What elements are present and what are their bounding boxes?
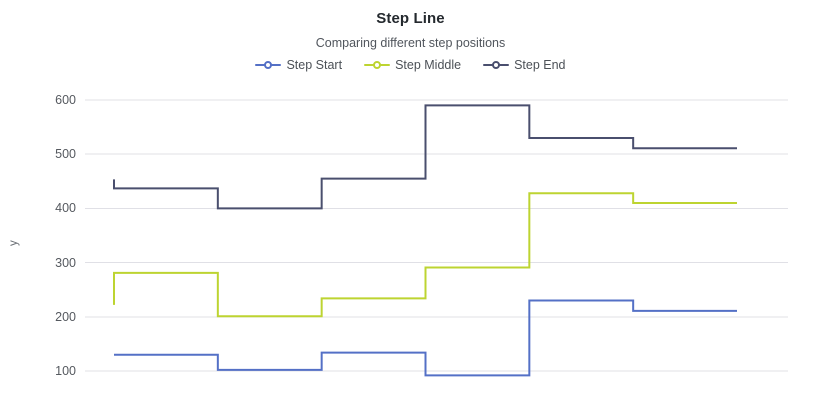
y-axis-ticks: 100 200 300 400 500 600	[30, 0, 76, 420]
y-axis-tick-label: 500	[55, 147, 76, 162]
line-marker-icon	[364, 58, 391, 72]
series-line-step-start	[114, 299, 737, 377]
y-axis-tick-label: 400	[55, 201, 76, 216]
chart-subtitle: Comparing different step positions	[315, 36, 506, 50]
y-axis-tick-label: 600	[55, 93, 76, 107]
legend-item-step-end[interactable]: Step End	[483, 58, 566, 72]
chart-legend: Step Start Step Middle Step End	[0, 58, 821, 72]
line-marker-icon	[255, 58, 282, 72]
legend-label: Step End	[514, 58, 566, 72]
series-line-step-middle	[113, 192, 737, 318]
y-axis-tick-label: 300	[55, 255, 76, 270]
legend-item-step-start[interactable]: Step Start	[255, 58, 342, 72]
line-marker-icon	[483, 58, 510, 72]
legend-label: Step Middle	[395, 58, 462, 72]
series-line-step-end	[113, 104, 737, 210]
legend-label: Step Start	[286, 58, 343, 72]
legend-item-step-middle[interactable]: Step Middle	[364, 58, 461, 72]
chart-title: Step Line	[376, 10, 445, 27]
y-axis-tick-label: 100	[55, 364, 76, 378]
y-axis-tick-label: 200	[55, 309, 76, 324]
